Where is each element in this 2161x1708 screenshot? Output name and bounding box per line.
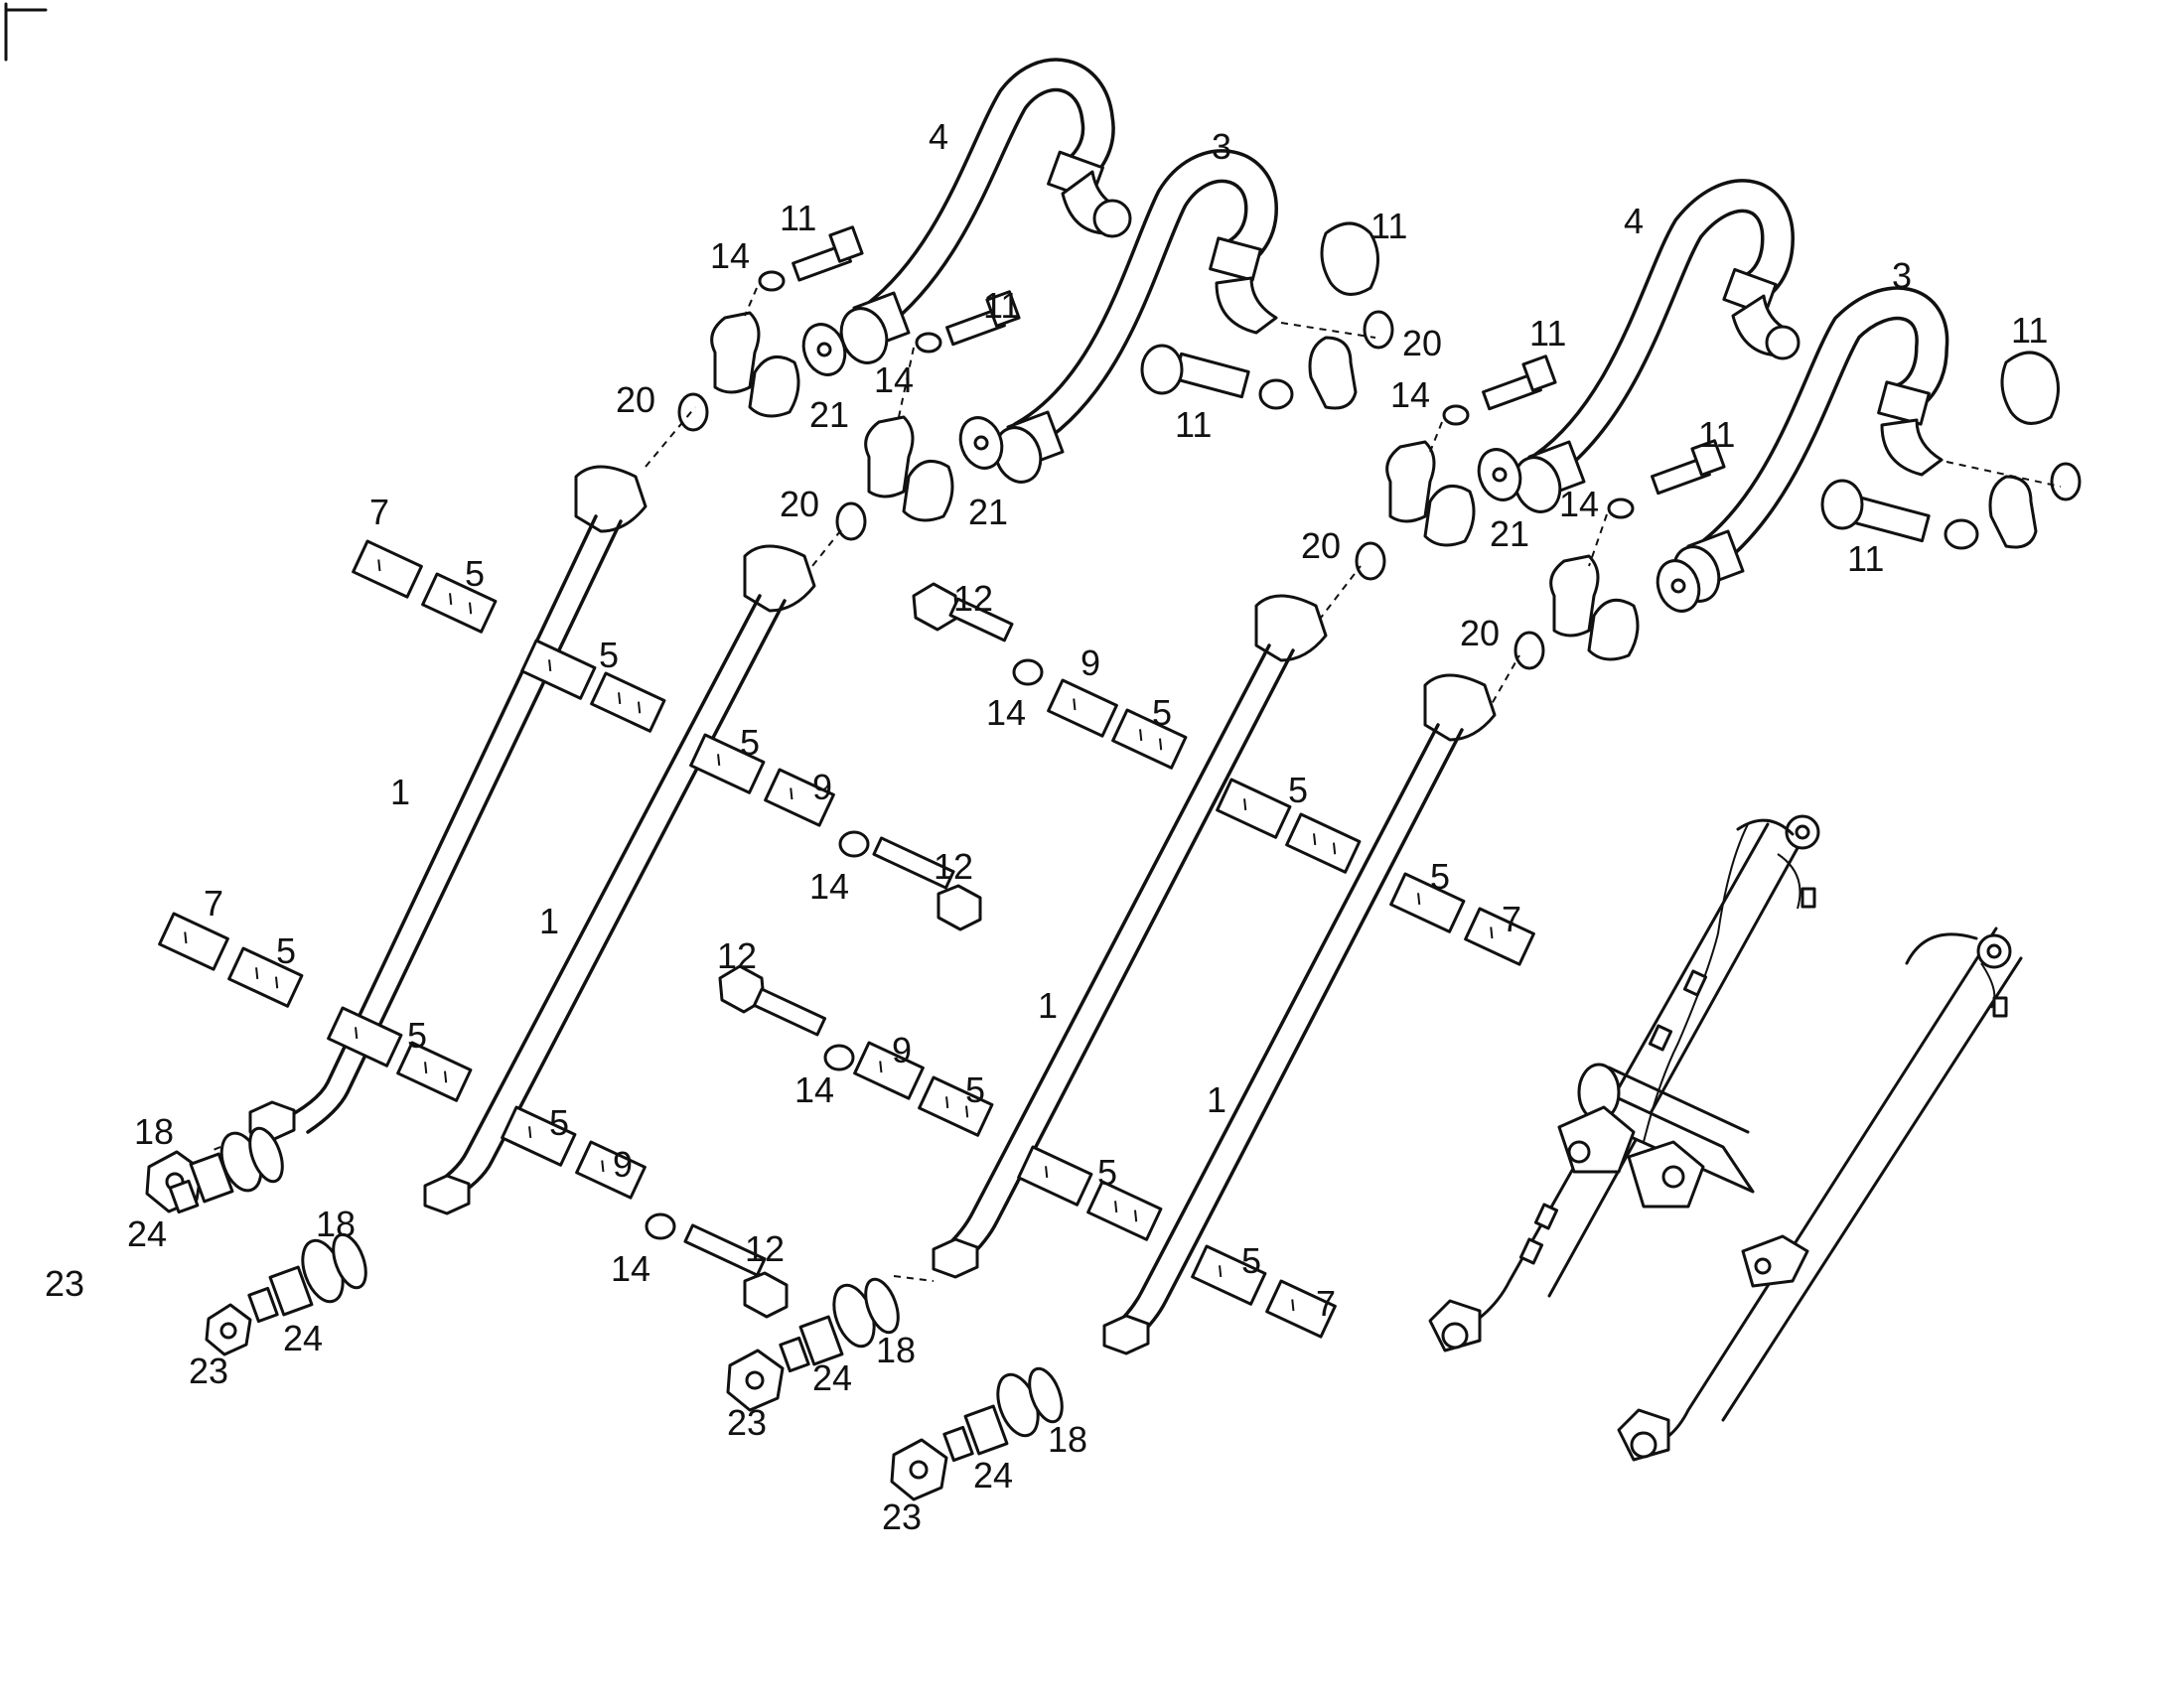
callout-14: 14 — [1559, 484, 1599, 524]
callout-23: 23 — [45, 1263, 84, 1304]
end-fitting-group — [145, 1126, 1064, 1501]
callout-5: 5 — [1152, 692, 1172, 733]
callout-7: 7 — [1502, 899, 1521, 939]
callout-4: 4 — [1624, 201, 1644, 241]
callout-20: 20 — [616, 379, 655, 420]
callout-5: 5 — [549, 1102, 569, 1143]
callout-7: 7 — [1316, 1283, 1336, 1324]
callout-12: 12 — [717, 935, 757, 976]
hose-assembly-4-left — [857, 58, 1132, 335]
callout-23: 23 — [882, 1496, 922, 1537]
callout-11: 11 — [1847, 538, 1884, 579]
callout-5: 5 — [599, 635, 619, 675]
callout-7: 7 — [369, 492, 389, 532]
callout-14: 14 — [1390, 374, 1430, 415]
callout-23: 23 — [727, 1402, 767, 1443]
callout-5: 5 — [1097, 1152, 1117, 1193]
callout-14: 14 — [809, 866, 849, 907]
hose-assembly-3-right — [1691, 286, 1949, 573]
bolt-washer-group — [645, 225, 1979, 1319]
callout-12: 12 — [745, 1228, 785, 1269]
callout-18: 18 — [134, 1111, 174, 1152]
callout-14: 14 — [874, 359, 914, 400]
loader-arm-overview — [1428, 814, 2023, 1462]
callout-24: 24 — [283, 1318, 323, 1358]
callout-5: 5 — [465, 553, 485, 594]
callout-18: 18 — [1048, 1419, 1087, 1460]
callout-11: 11 — [1175, 404, 1212, 445]
callout-5: 5 — [1241, 1240, 1261, 1281]
callout-5: 5 — [407, 1015, 427, 1056]
split-flange-group — [710, 221, 2060, 661]
hose-assembly-4-right — [1527, 179, 1801, 484]
callout-5: 5 — [965, 1069, 985, 1110]
callout-3: 3 — [1892, 255, 1912, 296]
hose-fitting-group — [801, 291, 1745, 613]
callout-21: 21 — [1490, 513, 1529, 554]
callout-1: 1 — [1038, 985, 1058, 1026]
callout-20: 20 — [780, 484, 819, 524]
callout-12: 12 — [934, 846, 973, 887]
callout-14: 14 — [710, 235, 750, 276]
callout-1: 1 — [539, 901, 559, 941]
callout-18: 18 — [876, 1330, 916, 1370]
callout-20: 20 — [1402, 323, 1442, 363]
clamp-block-group — [158, 539, 1535, 1339]
callout-11: 11 — [780, 198, 816, 238]
callout-9: 9 — [812, 767, 832, 807]
callout-18: 18 — [316, 1204, 356, 1244]
callout-9: 9 — [892, 1030, 912, 1070]
callout-11: 11 — [1529, 313, 1566, 354]
callout-9: 9 — [613, 1144, 633, 1185]
o-ring-group — [677, 310, 2082, 670]
callout-12: 12 — [953, 578, 993, 619]
callout-4: 4 — [929, 116, 948, 157]
callout-5: 5 — [740, 722, 760, 763]
callout-7: 7 — [204, 883, 223, 924]
hose-assembly-3-left — [1006, 149, 1279, 454]
callout-5: 5 — [1430, 856, 1450, 897]
callout-24: 24 — [973, 1455, 1013, 1495]
callout-21: 21 — [809, 394, 849, 435]
callout-11: 11 — [983, 285, 1020, 326]
callout-9: 9 — [1080, 642, 1100, 683]
callout-14: 14 — [794, 1069, 834, 1110]
callout-labels: 4 3 11 4 3 11 11 14 11 14 20 21 20 21 11… — [45, 116, 2048, 1537]
callout-20: 20 — [1301, 525, 1341, 566]
callout-21: 11 — [1370, 206, 1407, 246]
callout-24: 24 — [812, 1357, 852, 1398]
callout-24: 24 — [127, 1213, 167, 1254]
callout-14: 14 — [986, 692, 1026, 733]
callout-3: 3 — [1212, 126, 1231, 167]
callout-23: 23 — [189, 1351, 228, 1391]
callout-20: 20 — [1460, 613, 1500, 653]
corner-mark — [4, 2, 48, 62]
callout-1: 1 — [390, 772, 410, 812]
callout-21: 21 — [968, 492, 1008, 532]
callout-5: 5 — [276, 930, 296, 971]
callout-5: 5 — [1288, 770, 1308, 810]
callout-1: 1 — [1207, 1079, 1226, 1120]
callout-11: 11 — [1698, 414, 1735, 455]
steel-tube-group — [248, 465, 1497, 1355]
callout-21: 11 — [2011, 310, 2048, 351]
callout-14: 14 — [611, 1248, 650, 1289]
